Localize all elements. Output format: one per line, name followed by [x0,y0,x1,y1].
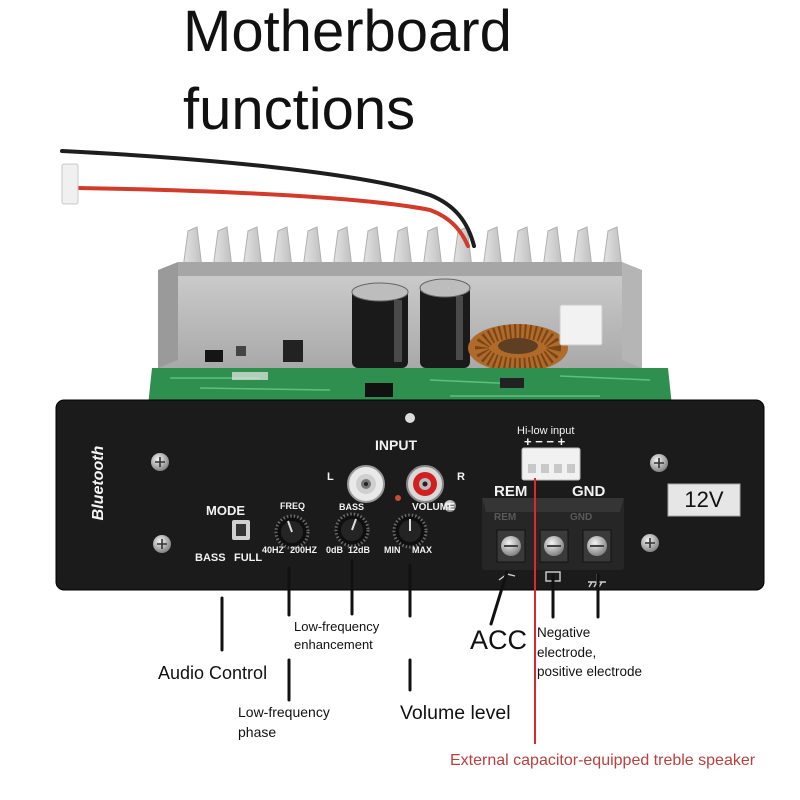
freq-low-label: 40HZ [262,545,285,555]
pcb-marking [232,372,268,380]
relay [559,304,603,346]
input-label: INPUT [375,437,417,453]
terminal-positive [582,529,612,563]
gnd-label: GND [572,483,606,500]
mode-label: MODE [206,503,245,518]
screw [650,454,668,472]
bluetooth-brand-label: Bluetooth [90,445,107,521]
component [205,350,223,362]
hi-low-input-label: Hi-low input [517,425,575,437]
wire-connector [61,163,79,205]
capacitor [351,282,409,368]
bass-high-label: 12dB [348,545,371,555]
electrodes-callout: Negative electrode, positive electrode [537,623,642,682]
volume-label: VOLUME [412,502,455,513]
freq-knob [274,514,310,550]
input-right-label: R [457,471,465,483]
internal-components [205,278,603,372]
terminal-gnd-embossed: GND [570,512,593,523]
callout-line: enhancement [294,637,373,652]
volume-max-label: MAX [412,545,432,555]
pcb-chip [365,383,393,397]
screw [444,500,456,512]
callout-line: Low-frequency [238,704,330,720]
bass-knob [334,512,370,548]
power-terminal-block [482,498,624,570]
mount-hole [405,413,415,423]
callout-line: phase [238,724,277,740]
terminal-acc [496,529,526,563]
callout-line: positive electrode [537,664,643,679]
capacitor [419,278,471,368]
volume-min-label: MIN [384,545,401,555]
mode-switch [232,520,250,540]
input-left-label: L [327,471,334,483]
bass-low-label: 0dB [326,545,344,555]
volume-level-callout: Volume level [400,702,511,724]
acc-callout: ACC [470,625,528,655]
terminal-rem-embossed: REM [494,512,517,523]
callout-lines [220,559,600,702]
indicator-dot [395,495,401,501]
terminal-negative [539,529,569,563]
callout-line: Negative [537,625,591,640]
freq-phase-callout: Low-frequency phase [238,702,330,742]
black-wire [60,149,476,248]
red-wire [76,186,470,248]
screw [151,453,169,471]
bass-enhancement-callout: Low-frequency enhancement [294,618,379,654]
pcb-chip [500,378,524,388]
toroid-coil [468,324,568,372]
component [236,346,246,356]
power-wires [60,149,476,248]
pcb [148,368,672,406]
screw [153,535,171,553]
voltage-badge [667,483,741,517]
hi-low-input-connector [521,447,581,481]
audio-control-callout: Audio Control [158,663,268,683]
mode-full-label: FULL [234,552,263,564]
enclosure-right-wall [622,262,642,368]
enclosure-left-wall [158,262,178,368]
freq-label: FREQ [280,501,306,511]
acc-leader [489,570,509,626]
voltage-label: 12V [684,487,724,512]
page-title-line2: functions [183,77,416,142]
component [283,340,303,362]
freq-high-label: 200HZ [290,545,318,555]
bass-label: BASS [339,502,365,512]
mode-bass-label: BASS [195,552,226,564]
treble-speaker-callout: External capacitor-equipped treble speak… [450,752,756,769]
hi-low-pin-polarity: + − − + [524,434,566,449]
screw [641,534,659,552]
rca-jack-left [347,465,385,503]
callout-line: Low-frequency [294,619,380,634]
page-title-line1: Motherboard [183,0,512,64]
rem-label: REM [494,483,528,500]
enclosure-back-wall [178,262,622,276]
rca-jack-right [406,465,444,503]
callout-line: electrode, [537,644,597,660]
volume-knob [392,513,428,549]
